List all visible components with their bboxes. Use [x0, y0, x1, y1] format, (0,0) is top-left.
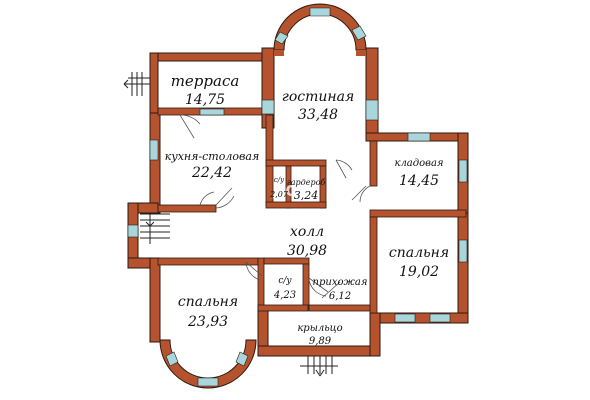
wardrobe-area: 3,24 [294, 189, 319, 202]
watermark: ДОМ [272, 182, 313, 200]
pantry-label: кладовая [394, 158, 443, 169]
windows [127, 99, 468, 323]
porch-label: крыльцо [297, 323, 342, 334]
bedroom-bay [159, 339, 257, 389]
wc2-area: 4,23 [273, 290, 296, 301]
bedroom2-label: спальня [178, 294, 238, 310]
entrance-label: прихожая [313, 277, 368, 288]
living-room-label: гостиная [282, 89, 354, 105]
hall-label: холл [290, 224, 324, 240]
doors [179, 114, 371, 299]
bedroom1-area: 19,02 [399, 264, 439, 280]
bedroom2-area: 23,93 [187, 314, 228, 330]
room-labels: терраса 14,75 гостиная 33,48 кухня-столо… [165, 72, 449, 347]
pantry-area: 14,45 [399, 173, 439, 189]
kitchen-label: кухня-столовая [165, 150, 259, 163]
living-room-bay [273, 3, 367, 56]
wc1-label: с/у [274, 176, 285, 184]
wc2-label: с/у [278, 276, 292, 286]
wc1-area: 2,07 [269, 190, 289, 199]
kitchen-area: 22,42 [191, 165, 232, 181]
living-room-area: 33,48 [298, 107, 338, 123]
bedroom1-label: спальня [389, 245, 449, 261]
porch-area: 9,89 [309, 336, 332, 347]
entrance-area: 6,12 [329, 291, 351, 302]
stairs [123, 72, 338, 377]
terrace-label: терраса [171, 72, 240, 90]
terrace-area: 14,75 [185, 92, 225, 108]
wardrobe-label: гардероб [287, 178, 326, 187]
hall-area: 30,98 [287, 243, 327, 259]
